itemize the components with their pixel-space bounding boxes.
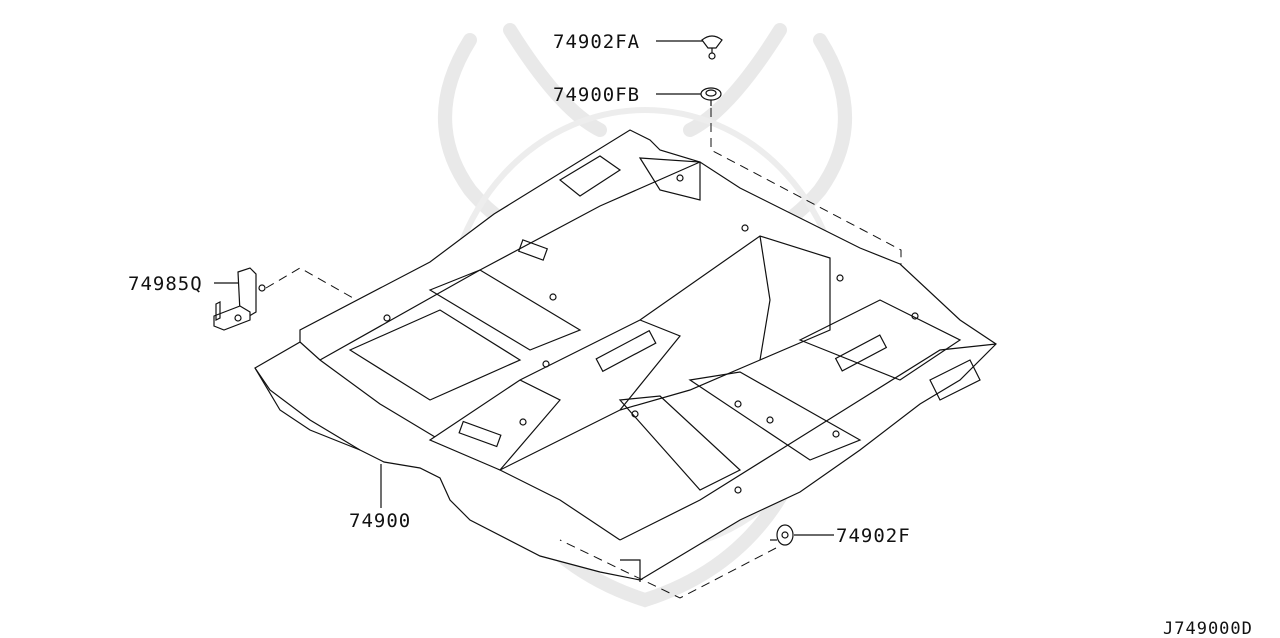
clip-f-part	[770, 524, 794, 546]
part-label-74900fb[interactable]: 74900FB	[553, 84, 640, 106]
part-label-74902fa[interactable]: 74902FA	[553, 31, 640, 53]
diagram-code: J749000D	[1163, 619, 1253, 638]
leader-clip-f-dashed	[559, 539, 777, 599]
clip-fb-part	[700, 87, 722, 106]
clip-fa-part	[701, 35, 723, 60]
part-label-74900[interactable]: 74900	[349, 510, 411, 532]
part-label-74902f[interactable]: 74902F	[836, 525, 911, 547]
floor-carpet-part	[254, 129, 997, 582]
part-label-74985q[interactable]: 74985Q	[128, 273, 203, 295]
bracket-part	[213, 267, 266, 331]
